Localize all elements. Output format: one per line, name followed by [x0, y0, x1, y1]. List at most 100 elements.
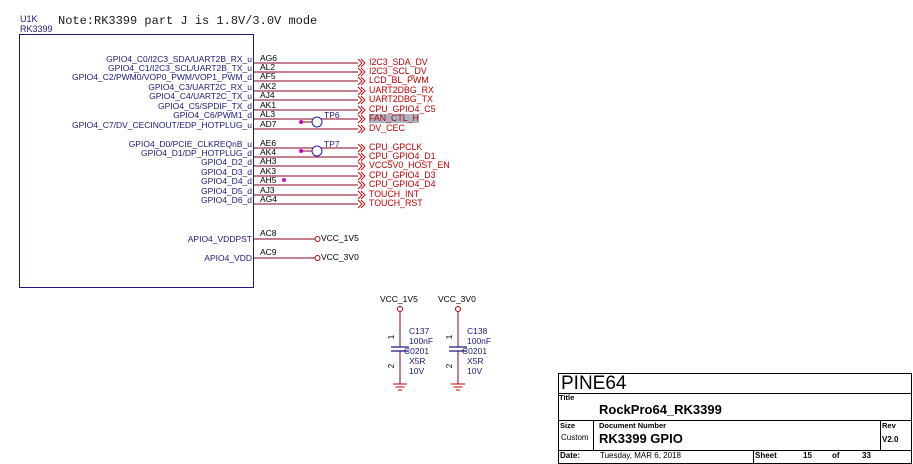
power-port-icon: [314, 255, 321, 261]
cap-pin1: 1: [387, 334, 397, 340]
sheet-label: Sheet: [755, 451, 777, 460]
cap-value: 100nF: [467, 336, 492, 346]
net-label[interactable]: I2C3_SCL_DV: [369, 66, 427, 76]
net-label[interactable]: TOUCH_INT: [369, 189, 420, 199]
size-label: Size: [560, 421, 576, 430]
cap-package: C0201: [462, 346, 488, 356]
sheet-total: 33: [862, 451, 871, 460]
component-body[interactable]: [19, 34, 254, 288]
cap-voltage: 10V: [467, 366, 483, 376]
cap-dielectric: X5R: [467, 356, 484, 366]
offpage-connector-icon: [357, 114, 366, 124]
offpage-connector-icon: [357, 124, 366, 134]
note-text: Note:RK3399 part J is 1.8V/3.0V mode: [58, 14, 318, 28]
net-label[interactable]: CPU_GPIO4_D4: [369, 179, 436, 189]
offpage-connector-icon: [357, 76, 366, 86]
size-value: Custom: [561, 433, 589, 442]
sheet-number: 15: [803, 451, 812, 460]
pin-name: GPIO4_C6/PWM1_d: [173, 110, 252, 120]
cap-pin2: 2: [387, 363, 397, 369]
offpage-connector-icon: [357, 86, 366, 96]
testpoint-label: TP6: [324, 110, 340, 120]
cap-value: 100nF: [409, 336, 434, 346]
pin-number: AH3: [260, 156, 277, 166]
net-label[interactable]: CPU_GPIO4_D1: [369, 151, 436, 161]
pin-name: GPIO4_D1/DP_HOTPLUG_d: [140, 148, 252, 158]
cap-voltage: 10V: [409, 366, 425, 376]
pin-number: AL2: [260, 62, 276, 72]
net-label[interactable]: CPU_GPIO4_D3: [369, 170, 436, 180]
offpage-connector-icon: [357, 180, 366, 190]
offpage-connector-icon: [357, 143, 366, 153]
power-port-icon: [314, 236, 321, 242]
net-label[interactable]: FAN_CTL_H: [369, 113, 419, 123]
pin-name: GPIO4_C3/UART2C_RX_u: [148, 82, 252, 92]
date-label: Date:: [560, 451, 581, 460]
pin-number: AF5: [260, 71, 276, 81]
docnum-label: Document Number: [599, 421, 667, 430]
cap-dielectric: X5R: [409, 356, 426, 366]
cap-rail-label: VCC_3V0: [438, 294, 476, 304]
divider: [558, 450, 912, 451]
offpage-connector-icon: [357, 171, 366, 181]
divider: [593, 420, 594, 450]
pin-name: GPIO4_D0/PCIE_CLKREQnB_u: [128, 139, 252, 149]
company-name: PINE64: [561, 373, 627, 394]
power-pin-name: APIO4_VDD: [204, 253, 252, 263]
offpage-connector-icon: [357, 152, 366, 162]
document-title: RockPro64_RK3399: [599, 402, 722, 417]
offpage-connector-icon: [357, 190, 366, 200]
pin-number: AK2: [260, 81, 277, 91]
pin-number: AE6: [260, 138, 277, 148]
cap-refdes: C138: [467, 326, 488, 336]
net-label[interactable]: I2C3_SDA_DV: [369, 57, 428, 67]
divider: [753, 450, 754, 464]
power-pin-name: APIO4_VDDPST: [187, 234, 252, 244]
pin-number: AK1: [260, 100, 277, 110]
net-label[interactable]: TOUCH_RST: [369, 198, 423, 208]
cap-refdes: C137: [409, 326, 430, 336]
pin-name: GPIO4_D5_d: [200, 186, 252, 196]
component-part: RK3399: [20, 24, 53, 34]
pin-name: GPIO4_D4_d: [200, 176, 252, 186]
divider: [880, 420, 881, 450]
pin-name: GPIO4_C7/DV_CECINOUT/EDP_HOTPLUG_u: [72, 120, 252, 130]
pin-number: AJ3: [260, 185, 275, 195]
pin-name: GPIO4_D6_d: [200, 195, 252, 205]
net-label[interactable]: CPU_GPIO4_C5: [369, 104, 436, 114]
net-label[interactable]: LCD_BL_PWM: [369, 75, 429, 85]
testpoint-icon[interactable]: [311, 145, 323, 157]
net-label[interactable]: DV_CEC: [369, 123, 405, 133]
title-label: Title: [559, 393, 575, 402]
pin-number: AL3: [260, 109, 276, 119]
offpage-connector-icon: [357, 161, 366, 171]
power-net-label: VCC_3V0: [321, 252, 359, 262]
pin-name: GPIO4_C4/UART2C_TX_u: [149, 91, 252, 101]
pin-name: GPIO4_D2_d: [200, 157, 252, 167]
power-pin-number: AC9: [260, 247, 277, 257]
power-pin-number: AC8: [260, 228, 277, 238]
document-number: RK3399 GPIO: [599, 431, 683, 446]
junction-dot: [282, 178, 286, 182]
power-port-icon: [455, 306, 461, 312]
testpoint-icon[interactable]: [311, 116, 323, 128]
power-net-label: VCC_1V5: [321, 233, 359, 243]
net-label[interactable]: CPU_GPCLK: [369, 142, 423, 152]
offpage-connector-icon: [357, 199, 366, 209]
component-refdes: U1K: [20, 14, 38, 24]
pin-number: AH5: [260, 175, 277, 185]
pin-number: AG6: [260, 53, 278, 63]
offpage-connector-icon: [357, 67, 366, 77]
divider: [558, 393, 912, 394]
net-label[interactable]: UART2DBG_RX: [369, 85, 434, 95]
net-label[interactable]: UART2DBG_TX: [369, 94, 433, 104]
net-label[interactable]: VCC5V0_HOST_EN: [369, 160, 450, 170]
pin-name: GPIO4_C0/I2C3_SDA/UART2B_RX_u: [106, 54, 252, 64]
power-port-icon: [397, 306, 403, 312]
pin-name: GPIO4_D3_d: [200, 167, 252, 177]
pin-name: GPIO4_C1/I2C3_SCL/UART2B_TX_u: [108, 63, 252, 73]
offpage-connector-icon: [357, 58, 366, 68]
rev-label: Rev: [882, 421, 896, 430]
cap-pin1: 1: [445, 334, 455, 340]
